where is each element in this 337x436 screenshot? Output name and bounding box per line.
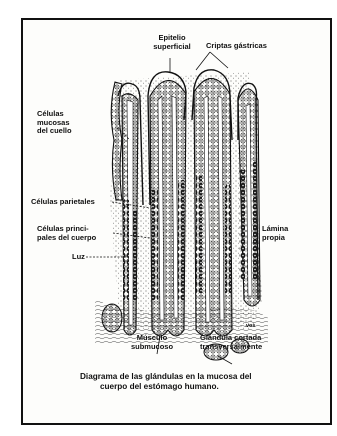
label-vos: vos <box>246 322 266 331</box>
caption-line-2: cuerpo del estómago humano. <box>80 382 330 392</box>
label-musculo-submucoso: Músculo submucoso <box>120 334 184 351</box>
label-luz: Luz <box>72 253 92 262</box>
label-lamina-propia: Lámina propia <box>262 225 307 242</box>
label-celulas-mucosas: Células mucosas del cuello <box>37 110 97 136</box>
label-criptas-gastricas: Criptas gástricas <box>206 42 296 51</box>
label-glandula-cortada: Glándula cortada transversalmente <box>200 334 300 351</box>
caption-line-1: Diagrama de las glándulas en la mucosa d… <box>80 372 252 381</box>
figure-caption: Diagrama de las glándulas en la mucosa d… <box>80 372 330 392</box>
label-epitelio-superficial: Epitelio superficial <box>142 34 202 51</box>
label-celulas-parietales: Células parietales <box>31 198 116 207</box>
label-celulas-principales: Células princi- pales del cuerpo <box>37 225 112 242</box>
